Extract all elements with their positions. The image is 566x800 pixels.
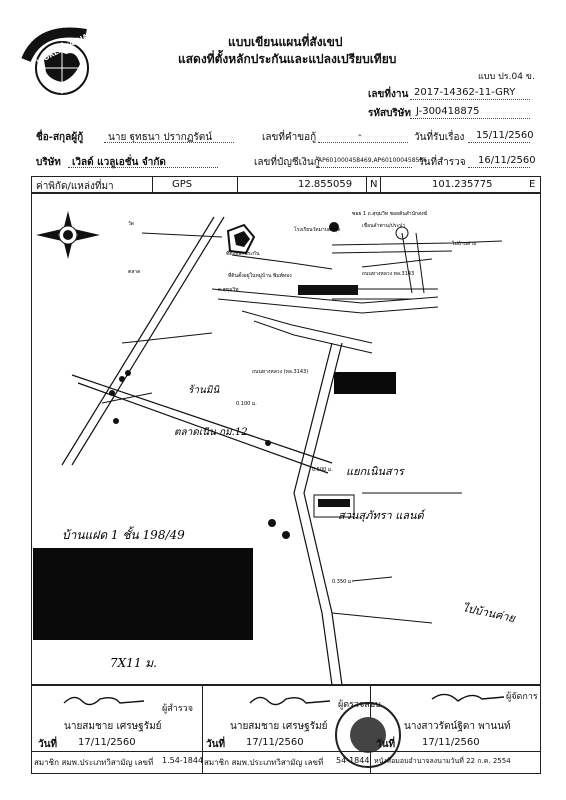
signature-1-icon [63, 696, 145, 706]
map-label-sec: ถ.สุขุมวิท [218, 286, 239, 293]
account-label: เลขที่บัญชีเงินกู้ [254, 157, 320, 168]
date-label-3: วันที่ [376, 739, 396, 750]
name-surveyor: นายสมชาย เศรษฐรัมย์ [64, 721, 162, 732]
company-seal-icon [335, 702, 401, 768]
job-no: 2017-14362-11-GRY [414, 87, 516, 98]
borrower-label: ชื่อ-สกุลผู้กู้ [36, 132, 84, 143]
account-no: AP601000458469,AP601000458586 [318, 157, 427, 164]
map-label-right-top: ไปบ้านค่าย [451, 240, 476, 247]
map-hand-1: ร้านมินิ [188, 384, 220, 396]
page-subtitle: แสดงที่ตั้งหลักประกันและแปลงเปรียบเทียบ [178, 52, 397, 66]
map-hand-4: สวนสุภัทรา แลนด์ [338, 509, 427, 522]
map-area: ซอย 1 ถ.สุขุมวิท ซอยต้นสำนักสงฆ์ เขื่อนล… [31, 192, 541, 686]
company-code: J-300418875 [416, 106, 480, 117]
map-hand-7: 7X11 ม. [110, 656, 157, 670]
map-label-temple: วัด [128, 221, 134, 227]
survey-date: 16/11/2560 [478, 155, 536, 166]
request-no-label: เลขที่คำขอกู้ [262, 132, 317, 143]
lon-unit: E [529, 179, 536, 190]
map-hand-2: ตลาดเนิน กม.12 [174, 426, 248, 438]
coords-source: GPS [172, 179, 193, 190]
map-hand-6: บ้านแฝด 1 ชั้น 198/49 [62, 526, 185, 542]
role-surveyor: ผู้สำรวจ [162, 704, 193, 714]
lat-unit: N [370, 179, 378, 190]
received-label: วันที่รับเรื่อง [414, 132, 465, 143]
member-1: สมาชิก สมพ.ประเภทวิสามัญ เลขที่ [34, 758, 154, 767]
map-label-top-2: เขื่อนลำพาน/ประปา [362, 222, 405, 229]
map-km-1: 0.100 ม. [236, 401, 257, 407]
map-hand-5: ไปบ้านค่าย [461, 601, 517, 625]
date-label-1: วันที่ [38, 739, 58, 750]
map-km-2: 0.500 ม. [312, 467, 333, 473]
company-label: บริษัท [36, 157, 61, 168]
signature-2-icon [249, 696, 331, 706]
received-date: 15/11/2560 [476, 130, 534, 141]
page-title: แบบเขียนแผนที่สังเขป [228, 35, 343, 49]
latitude: 12.855059 [298, 179, 353, 190]
name-manager: นางสาวรัตน์ฐิดา พานนท์ [404, 721, 511, 732]
authorization-note: หนังสือมอบอำนาจลงนามวันที่ 22 ก.ค. 2554 [374, 757, 511, 765]
date-label-2: วันที่ [206, 739, 226, 750]
signature-block: ผู้สำรวจ ผู้ตรวจสอบ ผู้จัดการ นายสมชาย เ… [31, 684, 541, 774]
map-label-school: โรงเรียนวัดมาบตาพุด [294, 226, 340, 233]
survey-date-label: วันที่สำรวจ [418, 157, 466, 168]
job-no-label: เลขที่งาน [368, 89, 409, 100]
company-name: เวิลด์ แวลูเอชั่น จำกัด [72, 157, 166, 168]
longitude: 101.235775 [432, 179, 493, 190]
map-label-market: ตลาด [128, 269, 140, 275]
map-hand-3: แยกเนินสาร [346, 465, 406, 478]
company-logo: WORLD VALUATION [10, 20, 110, 100]
member-2: สมาชิก สมพ.ประเภทวิสามัญ เลขที่ [204, 758, 324, 767]
map-redaction-1 [334, 372, 396, 394]
map-label-village: ที่ดินตั้งอยู่ในหมู่บ้าน พิมพ์ทอง [228, 270, 292, 279]
role-manager: ผู้จัดการ [506, 692, 538, 702]
map-road-1: ถนนทางหลวง ทล.3143 [362, 271, 414, 277]
company-code-label: รหัสบริษัท [368, 108, 411, 119]
map-road-2: ถนนทางหลวง (ทล.3143) [252, 369, 308, 375]
date-reviewer: 17/11/2560 [246, 737, 304, 748]
coordinates-row: ค่าพิกัด/แหล่งที่มา GPS 12.855059 N 101.… [31, 176, 541, 194]
name-reviewer: นายสมชาย เศรษฐรัมย์ [230, 721, 328, 732]
form-code: แบบ ปร.04 ข. [478, 72, 535, 82]
coords-label: ค่าพิกัด/แหล่งที่มา [36, 181, 114, 192]
member-2-no: 54-1844 [336, 756, 370, 765]
member-1-no: 1.54-1844 [162, 756, 204, 765]
map-label-subject: ที่ตั้งหลักประกัน [226, 248, 260, 257]
date-surveyor: 17/11/2560 [78, 737, 136, 748]
map-km-3: 0.350 ม. [332, 579, 353, 585]
map-label-top-1: ซอย 1 ถ.สุขุมวิท ซอยต้นสำนักสงฆ์ [352, 210, 428, 217]
signature-3-icon [431, 693, 505, 702]
compass-rose-icon [36, 211, 100, 259]
map-redaction-2 [33, 548, 253, 640]
request-no: - [358, 130, 362, 141]
borrower-name: นาย ฐุทธนา ปรากฏรัตน์ [108, 132, 213, 143]
role-reviewer: ผู้ตรวจสอบ [338, 700, 381, 710]
date-manager: 17/11/2560 [422, 737, 480, 748]
